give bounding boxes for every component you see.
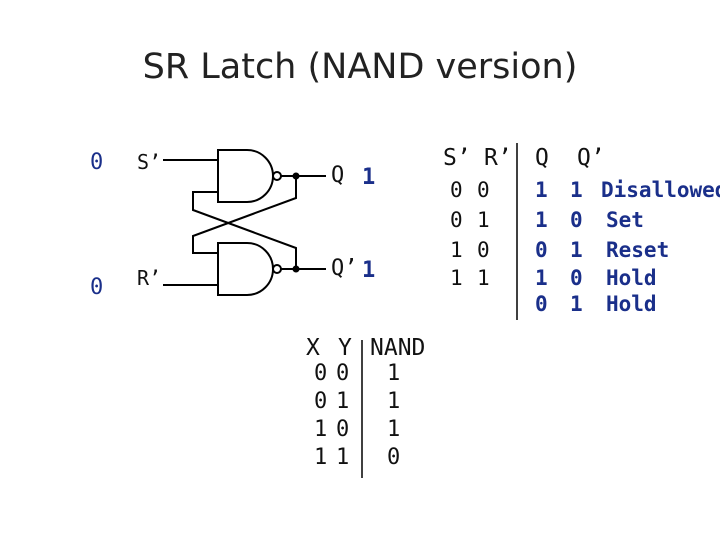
latch-cell-qbar: 1: [570, 178, 583, 202]
nand-cell-x: 0: [314, 361, 328, 386]
wire-feedback-q: [192, 176, 297, 254]
inverter-bubble-bottom: [272, 264, 282, 274]
latch-cell-s: 1: [450, 238, 463, 262]
latch-cell-s: 0: [450, 178, 463, 202]
nand-header-y: Y: [338, 335, 352, 361]
nand-cell-out: 1: [387, 361, 401, 386]
nand-cell-x: 1: [314, 417, 328, 442]
latch-cell-s: 1: [450, 266, 463, 290]
slide-title: SR Latch (NAND version): [142, 47, 578, 87]
latch-cell-qbar: 0: [570, 208, 583, 232]
latch-cell-r: 0: [477, 178, 490, 202]
input-s-value: 0: [90, 150, 104, 175]
latch-cell-q: 0: [535, 292, 548, 316]
output-qbar-label: Q’: [331, 256, 358, 281]
nand-header-x: X: [306, 335, 320, 361]
nand-cell-out: 1: [387, 417, 401, 442]
junction-dot-q: [292, 172, 300, 180]
nand-gate-bottom: [217, 242, 274, 296]
latch-cell-s: 0: [450, 208, 463, 232]
input-r-value: 0: [90, 275, 104, 300]
wire-feedback-qbar: [192, 191, 297, 269]
output-qbar-value: 1: [362, 258, 376, 283]
nand-cell-x: 1: [314, 445, 328, 470]
latch-header-s: S’: [443, 145, 471, 171]
latch-cell-qbar: 1: [570, 292, 583, 316]
latch-header-qbar: Q’: [577, 145, 605, 171]
latch-cell-q: 1: [535, 208, 548, 232]
latch-cell-note: Set: [606, 208, 644, 232]
nand-cell-y: 0: [336, 361, 350, 386]
junction-dot-qbar: [292, 265, 300, 273]
input-s-label: S’: [137, 150, 162, 174]
latch-cell-r: 1: [477, 266, 490, 290]
latch-cell-qbar: 1: [570, 238, 583, 262]
nand-header-out: NAND: [370, 335, 426, 361]
inverter-bubble-top: [272, 171, 282, 181]
nand-cell-y: 1: [336, 389, 350, 414]
latch-cell-note: Hold: [606, 266, 657, 290]
nand-cell-y: 1: [336, 445, 350, 470]
latch-header-q: Q: [535, 145, 549, 171]
latch-cell-r: 1: [477, 208, 490, 232]
nand-cell-out: 0: [387, 445, 401, 470]
output-q-label: Q: [331, 163, 345, 188]
latch-cell-note: Hold: [606, 292, 657, 316]
nand-cell-out: 1: [387, 389, 401, 414]
nand-gate-top: [217, 149, 274, 203]
nand-cell-y: 0: [336, 417, 350, 442]
input-r-label: R’: [137, 266, 162, 290]
nand-cell-x: 0: [314, 389, 328, 414]
latch-cell-note: Reset: [606, 238, 670, 262]
latch-cell-q: 0: [535, 238, 548, 262]
latch-cell-r: 0: [477, 238, 490, 262]
output-q-value: 1: [362, 165, 376, 190]
latch-cell-q: 1: [535, 178, 548, 202]
latch-header-r: R’: [484, 145, 512, 171]
latch-cell-note: Disallowed: [601, 178, 720, 202]
latch-cell-q: 1: [535, 266, 548, 290]
latch-cell-qbar: 0: [570, 266, 583, 290]
